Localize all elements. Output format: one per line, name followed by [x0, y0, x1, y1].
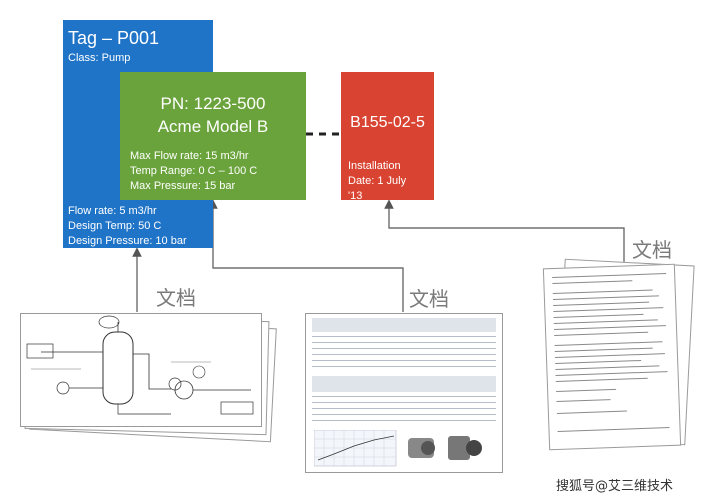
serial-title: B155-02-5: [350, 114, 425, 131]
tag-class: Class: Pump: [68, 52, 131, 64]
product-prop-temp: Temp Range: 0 C – 100 C: [130, 165, 258, 177]
product-title: PN: 1223-500 Acme Model B: [120, 92, 306, 138]
product-model: Acme Model B: [157, 117, 269, 136]
serial-properties: Installation Date: 1 July '13: [348, 159, 430, 200]
arrow-test-to-serial: [384, 199, 625, 264]
doc-label-spec: 文档: [409, 287, 449, 311]
tag-prop-temp: Design Temp: 50 C: [68, 220, 162, 232]
tag-properties: Flow rate: 5 m3/hr Design Temp: 50 C Des…: [68, 204, 187, 249]
serial-prop-date: Date: 1 July: [348, 175, 407, 187]
product-box: PN: 1223-500 Acme Model B Max Flow rate:…: [120, 72, 306, 200]
spec-table-header: [312, 318, 496, 332]
arrow-spec-to-product: [208, 199, 404, 312]
pid-drawing-icon: [26, 315, 254, 415]
pid-drawing-thumbnail: [20, 313, 262, 427]
product-prop-flow: Max Flow rate: 15 m3/hr: [130, 150, 249, 162]
spec-sheet-thumbnail: [305, 313, 503, 473]
footer-brand: 搜狐号@艾三维技术: [556, 479, 674, 494]
doc-label-pid: 文档: [156, 286, 196, 310]
product-properties: Max Flow rate: 15 m3/hr Temp Range: 0 C …: [130, 149, 257, 194]
serial-box: B155-02-5 Installation Date: 1 July '13: [341, 72, 434, 200]
spec-table2-header: [312, 376, 496, 392]
tag-prop-pressure: Design Pressure: 10 bar: [68, 235, 187, 247]
spec-curves-and-pumps-icon: [314, 430, 482, 467]
test-report-thumbnail: [542, 263, 682, 451]
product-pn: PN: 1223-500: [160, 94, 266, 113]
tag-prop-flow: Flow rate: 5 m3/hr: [68, 205, 157, 217]
tag-title: Tag – P001: [68, 28, 160, 48]
product-prop-pressure: Max Pressure: 15 bar: [130, 180, 236, 192]
doc-label-test: 文档: [632, 238, 672, 262]
serial-prop-year: '13: [348, 190, 363, 200]
serial-prop-installation: Installation: [348, 160, 401, 172]
